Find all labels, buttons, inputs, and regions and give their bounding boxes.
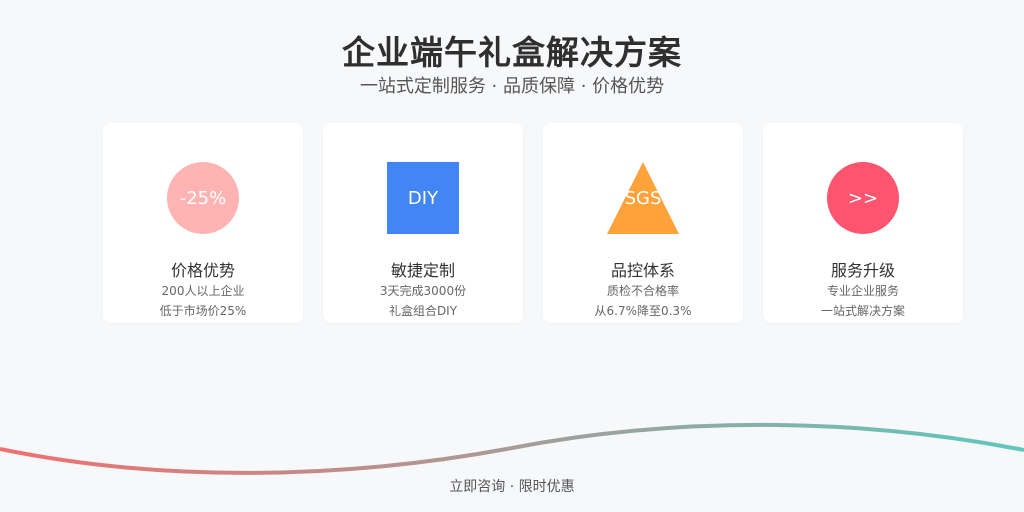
feature-card-service: >> 服务升级 专业企业服务 一站式解决方案 (763, 123, 963, 323)
feature-card-quality: SGS 品控体系 质检不合格率 从6.7%降至0.3% (543, 123, 743, 323)
decorative-wave (0, 422, 1024, 475)
page-subtitle: 一站式定制服务 · 品质保障 · 价格优势 (359, 76, 665, 97)
consult-cta[interactable]: 立即咨询 · 限时优惠 (449, 479, 575, 495)
card-detail: 专业企业服务 (826, 284, 899, 298)
diy-square-icon: DIY (387, 162, 459, 234)
card-detail: 低于市场价25% (159, 304, 247, 318)
card-title: 服务升级 (830, 261, 895, 280)
card-detail: 3天完成3000份 (379, 284, 467, 298)
feature-card-custom: DIY 敏捷定制 3天完成3000份 礼盒组合DIY (323, 123, 523, 323)
card-title: 价格优势 (170, 261, 235, 280)
forward-circle-icon: >> (827, 162, 899, 234)
card-detail: 一站式解决方案 (820, 304, 905, 318)
feature-card-price: -25% 价格优势 200人以上企业 低于市场价25% (103, 123, 303, 323)
discount-circle-icon: -25% (167, 162, 239, 234)
page-title: 企业端午礼盒解决方案 (342, 33, 682, 72)
card-title: 品控体系 (610, 261, 675, 280)
card-detail: 从6.7%降至0.3% (594, 304, 692, 318)
card-title: 敏捷定制 (390, 261, 455, 280)
card-detail: 礼盒组合DIY (388, 304, 458, 318)
card-detail: 质检不合格率 (606, 284, 679, 298)
sgs-triangle-icon: SGS (607, 162, 679, 234)
card-detail: 200人以上企业 (161, 284, 245, 298)
